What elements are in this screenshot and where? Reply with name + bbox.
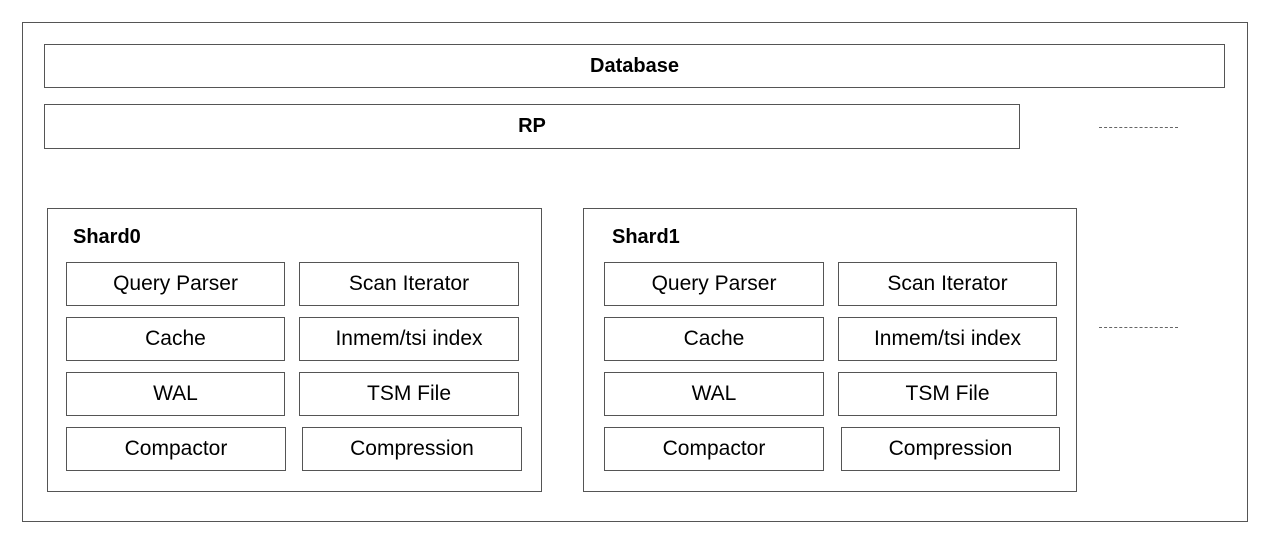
shard-0-compression: Compression [302, 427, 522, 471]
shard-1-title: Shard1 [612, 226, 680, 248]
rp-layer: RP [44, 104, 1020, 149]
shard-1-compactor: Compactor [604, 427, 824, 471]
shard-1-compression: Compression [841, 427, 1060, 471]
database-layer: Database [44, 44, 1225, 88]
shard-0-query-parser: Query Parser [66, 262, 285, 306]
shard-0-wal: WAL [66, 372, 285, 416]
ellipsis-more-shards [1099, 327, 1178, 328]
shard-1-query-parser: Query Parser [604, 262, 824, 306]
shard-1-wal: WAL [604, 372, 824, 416]
shard-0-compactor: Compactor [66, 427, 286, 471]
shard-0-inmem-tsi-index: Inmem/tsi index [299, 317, 519, 361]
shard-1-cache: Cache [604, 317, 824, 361]
shard-0-scan-iterator: Scan Iterator [299, 262, 519, 306]
shard-0-tsm-file: TSM File [299, 372, 519, 416]
shard-1-inmem-tsi-index: Inmem/tsi index [838, 317, 1057, 361]
shard-1-tsm-file: TSM File [838, 372, 1057, 416]
rp-label: RP [518, 115, 546, 137]
ellipsis-more-rp [1099, 127, 1178, 128]
shard-1-scan-iterator: Scan Iterator [838, 262, 1057, 306]
database-label: Database [590, 54, 679, 77]
shard-0-cache: Cache [66, 317, 285, 361]
shard-0-title: Shard0 [73, 226, 141, 248]
